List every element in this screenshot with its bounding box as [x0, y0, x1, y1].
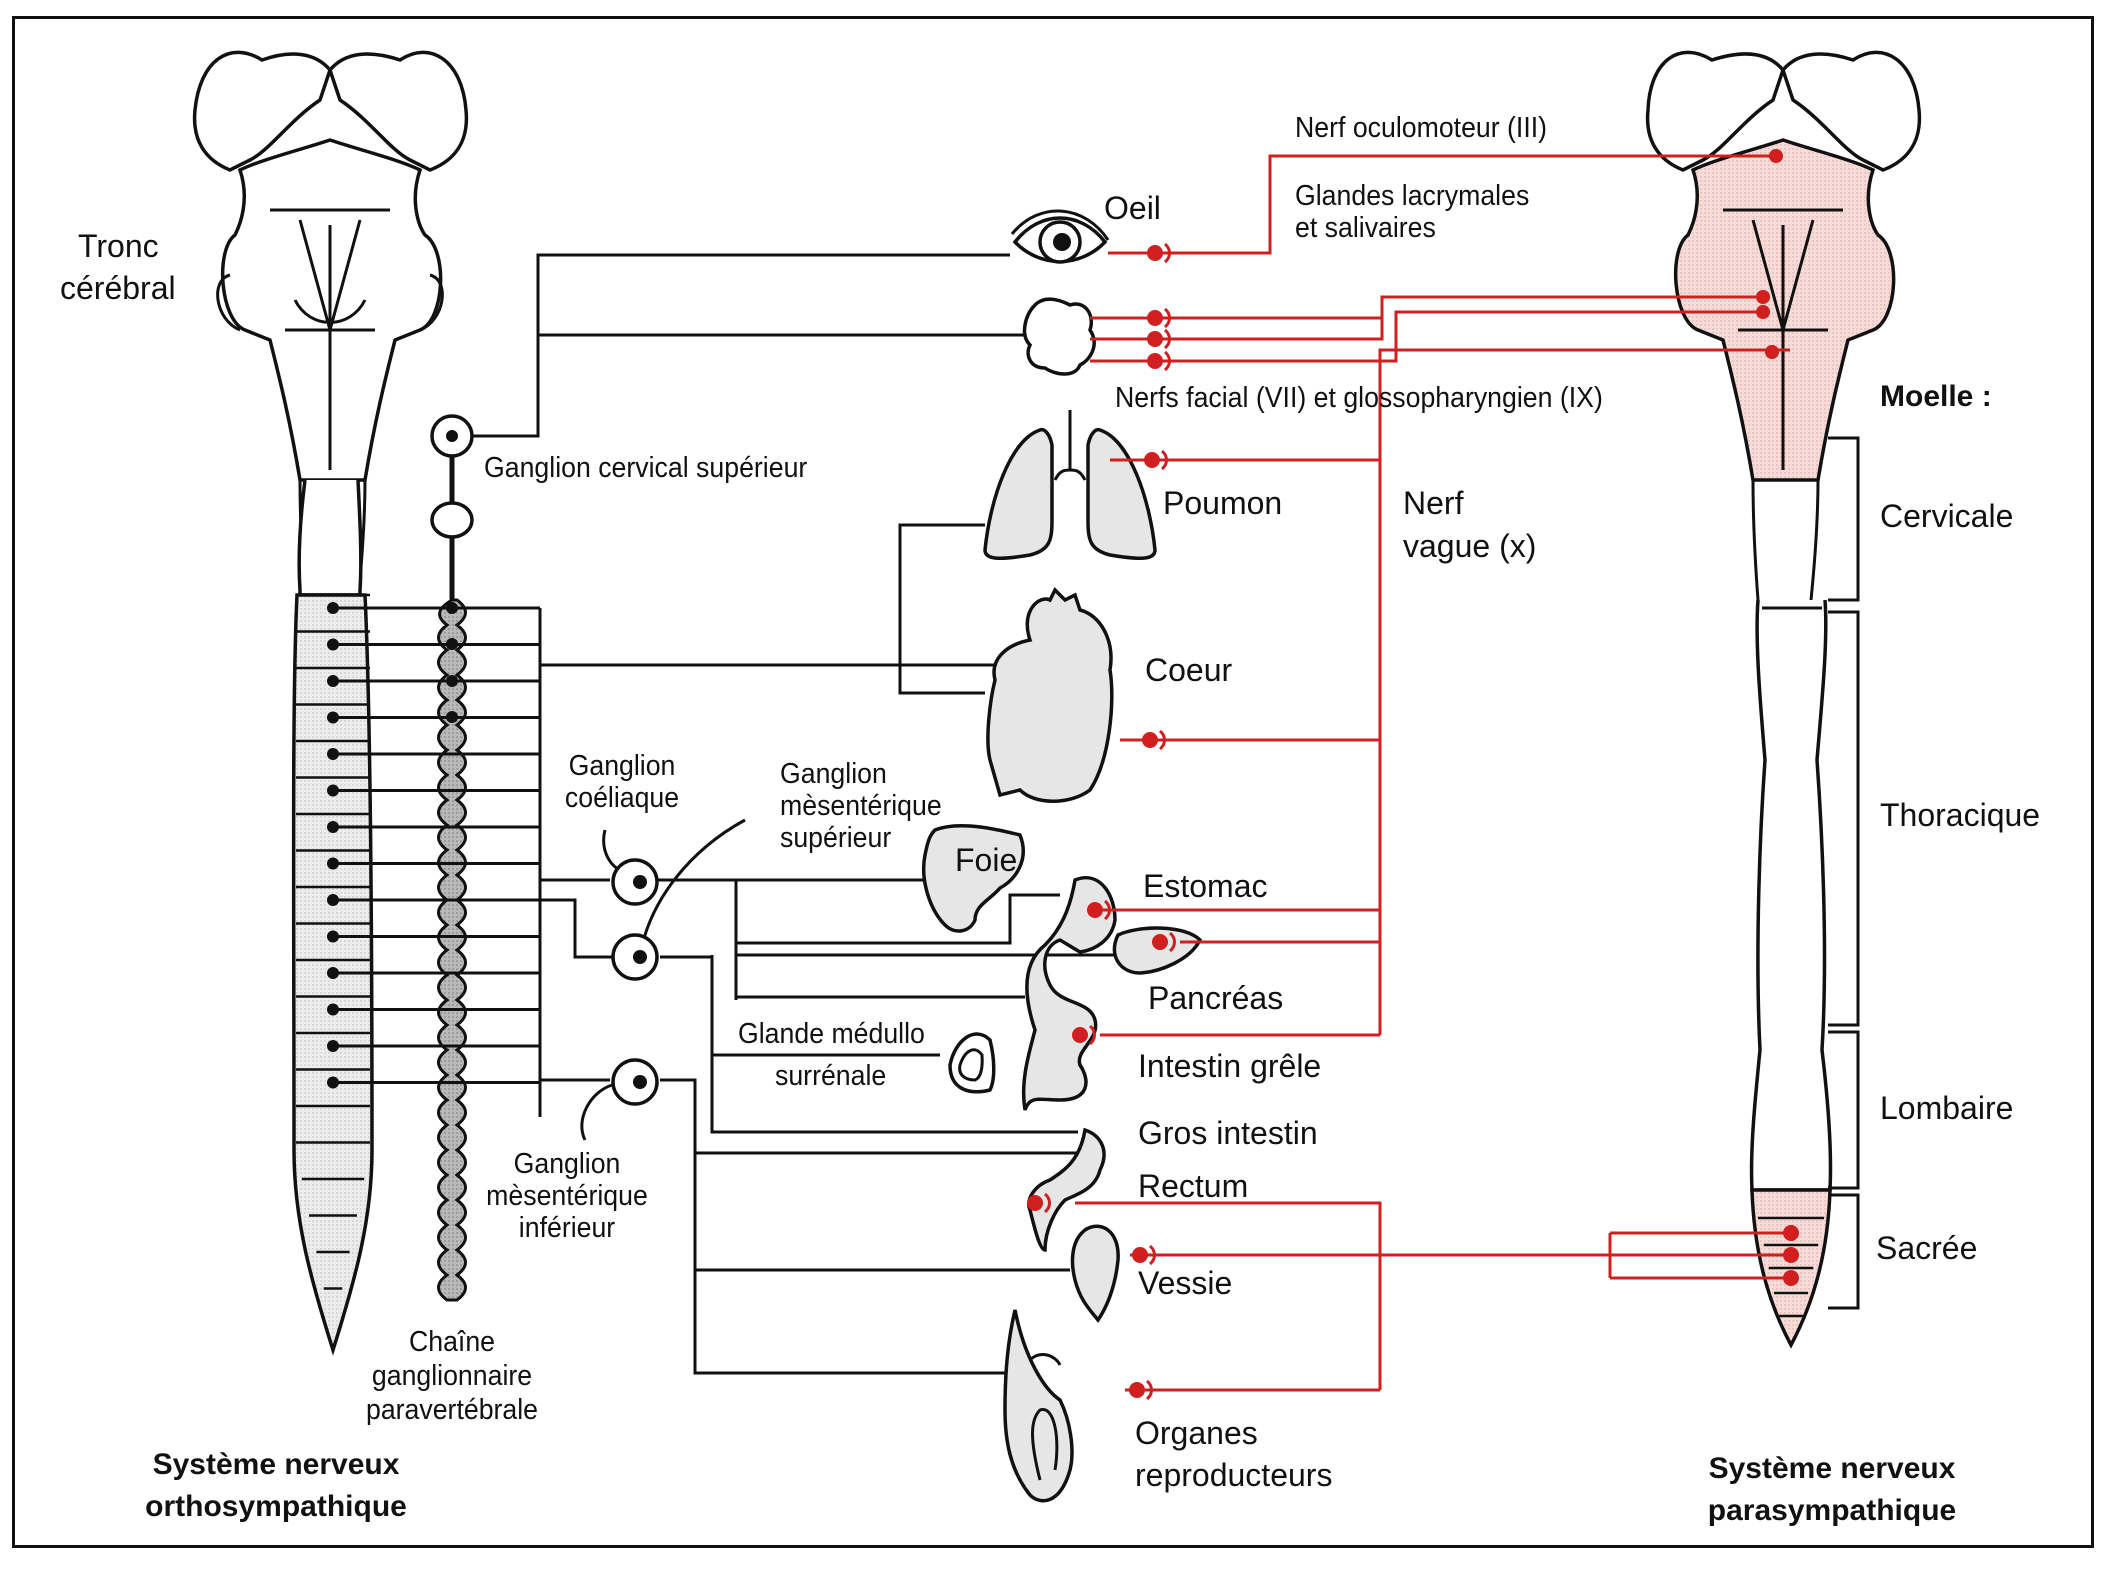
label-region-thoracique: Thoracique [1880, 797, 2041, 833]
synapse-mark [1148, 1244, 1156, 1266]
eye-icon [1010, 209, 1110, 264]
liver-icon [922, 823, 1025, 933]
pancreas-icon [1112, 926, 1203, 975]
synapse-mark [1103, 899, 1111, 921]
gland-icon [1022, 297, 1096, 376]
heart-icon [986, 587, 1114, 803]
label-vessie: Vessie [1138, 1265, 1233, 1301]
label-glandes-2: et salivaires [1295, 212, 1436, 244]
figure-frame [12, 16, 2094, 1548]
stomach-icon [1021, 876, 1117, 1111]
label-glande-1: Glande médullo [738, 1018, 925, 1050]
synapse-mark [1043, 1192, 1051, 1214]
left-system-title-2: orthosympathique [145, 1490, 407, 1523]
label-oeil: Oeil [1104, 190, 1161, 226]
label-ganglion-coeliaque-1: Ganglion [568, 750, 676, 782]
parasympathetic-pathways [1027, 149, 1799, 1401]
parasympathetic-ganglion-dot [1129, 1382, 1145, 1398]
brainstem-label-line1: Tronc [78, 228, 159, 264]
parasympathetic-ganglion-dot [1144, 452, 1160, 468]
label-organes-repro-1: Organes [1135, 1415, 1258, 1451]
large-intestine-icon [1027, 1127, 1106, 1252]
lungs-icon [983, 410, 1157, 561]
label-ganglion-cervical: Ganglion cervical supérieur [484, 452, 808, 484]
label-nerf-oculomoteur: Nerf oculomoteur (III) [1295, 112, 1548, 144]
synapse-mark [1163, 328, 1171, 350]
parasympathetic-ganglion-dot [1147, 353, 1163, 369]
label-nerf-vague-2: vague (x) [1403, 528, 1537, 564]
synapse-mark [1168, 931, 1176, 953]
label-intestin-grele: Intestin grêle [1138, 1048, 1322, 1084]
label-moelle: Moelle : [1880, 380, 1992, 413]
right-brainstem [1645, 50, 1922, 601]
label-coeur: Coeur [1145, 652, 1233, 688]
label-chain-3: paravertébrale [365, 1394, 539, 1426]
parasympathetic-ganglion-dot [1072, 1027, 1088, 1043]
bladder-icon [1070, 1224, 1120, 1323]
parasympathetic-ganglion-dot [1147, 245, 1163, 261]
parasympathetic-ganglion-dot [1027, 1195, 1043, 1211]
right-spinal-cord [1749, 436, 1860, 1349]
brainstem-label-line2: cérébral [60, 270, 176, 306]
synapse-mark [1163, 242, 1171, 264]
synapse-mark [1158, 729, 1166, 751]
parasympathetic-ganglion-dot [1147, 331, 1163, 347]
parasympathetic-ganglion-dot [1087, 902, 1103, 918]
label-foie: Foie [955, 842, 1018, 878]
label-ganglion-coeliaque-2: coéliaque [564, 782, 680, 814]
label-chain-1: Chaîne [408, 1326, 496, 1358]
parasympathetic-ganglion-dot [1142, 732, 1158, 748]
left-spinal-cord [291, 479, 374, 1356]
synapse-mark [1160, 449, 1168, 471]
right-system-title-2: parasympathique [1707, 1494, 1957, 1527]
label-glande-2: surrénale [775, 1060, 887, 1092]
label-estomac: Estomac [1143, 868, 1268, 904]
label-gros-intestin: Gros intestin [1138, 1115, 1318, 1151]
parasympathetic-ganglion-dot [1152, 934, 1168, 950]
label-pancreas: Pancréas [1148, 980, 1284, 1016]
label-ganglion-mes-inf-1: Ganglion [513, 1148, 621, 1180]
label-ganglion-mes-sup-2: mèsentérique [780, 790, 942, 822]
left-system-title-1: Système nerveux [152, 1448, 400, 1481]
synapse-mark [1088, 1024, 1096, 1046]
label-organes-repro-2: reproducteurs [1135, 1457, 1333, 1493]
sympathetic-pathways [472, 253, 1115, 1375]
label-region-lombaire: Lombaire [1880, 1090, 2014, 1126]
sympathetic-chain [430, 414, 474, 1302]
organs [922, 209, 1203, 1503]
label-ganglion-mes-inf-3: inférieur [518, 1212, 616, 1244]
label-nerfs-facial-gloss: Nerfs facial (VII) et glossopharyngien (… [1115, 382, 1603, 414]
label-ganglion-mes-inf-2: mèsentérique [486, 1180, 648, 1212]
right-system-title-1: Système nerveux [1708, 1452, 1956, 1485]
label-nerf-vague-1: Nerf [1403, 485, 1464, 521]
synapse-mark [1163, 307, 1171, 329]
sympathetic-connectors [333, 606, 542, 1117]
synapse-mark [1145, 1379, 1153, 1401]
label-glandes-1: Glandes lacrymales [1295, 180, 1530, 212]
parasympathetic-ganglion-dot [1147, 310, 1163, 326]
label-chain-2: ganglionnaire [371, 1360, 533, 1392]
label-region-sacree: Sacrée [1876, 1230, 1978, 1266]
adrenal-gland-icon [948, 1032, 996, 1094]
label-poumon: Poumon [1163, 485, 1283, 521]
parasympathetic-ganglion-dot [1132, 1247, 1148, 1263]
prevertebral-ganglia [611, 858, 659, 1106]
reproductive-organs-icon [1003, 1309, 1074, 1503]
label-rectum: Rectum [1138, 1168, 1249, 1204]
label-ganglion-mes-sup-3: supérieur [780, 822, 892, 854]
label-ganglion-mes-sup-1: Ganglion [780, 758, 887, 790]
synapse-mark [1163, 350, 1171, 372]
label-region-cervicale: Cervicale [1880, 498, 2014, 534]
